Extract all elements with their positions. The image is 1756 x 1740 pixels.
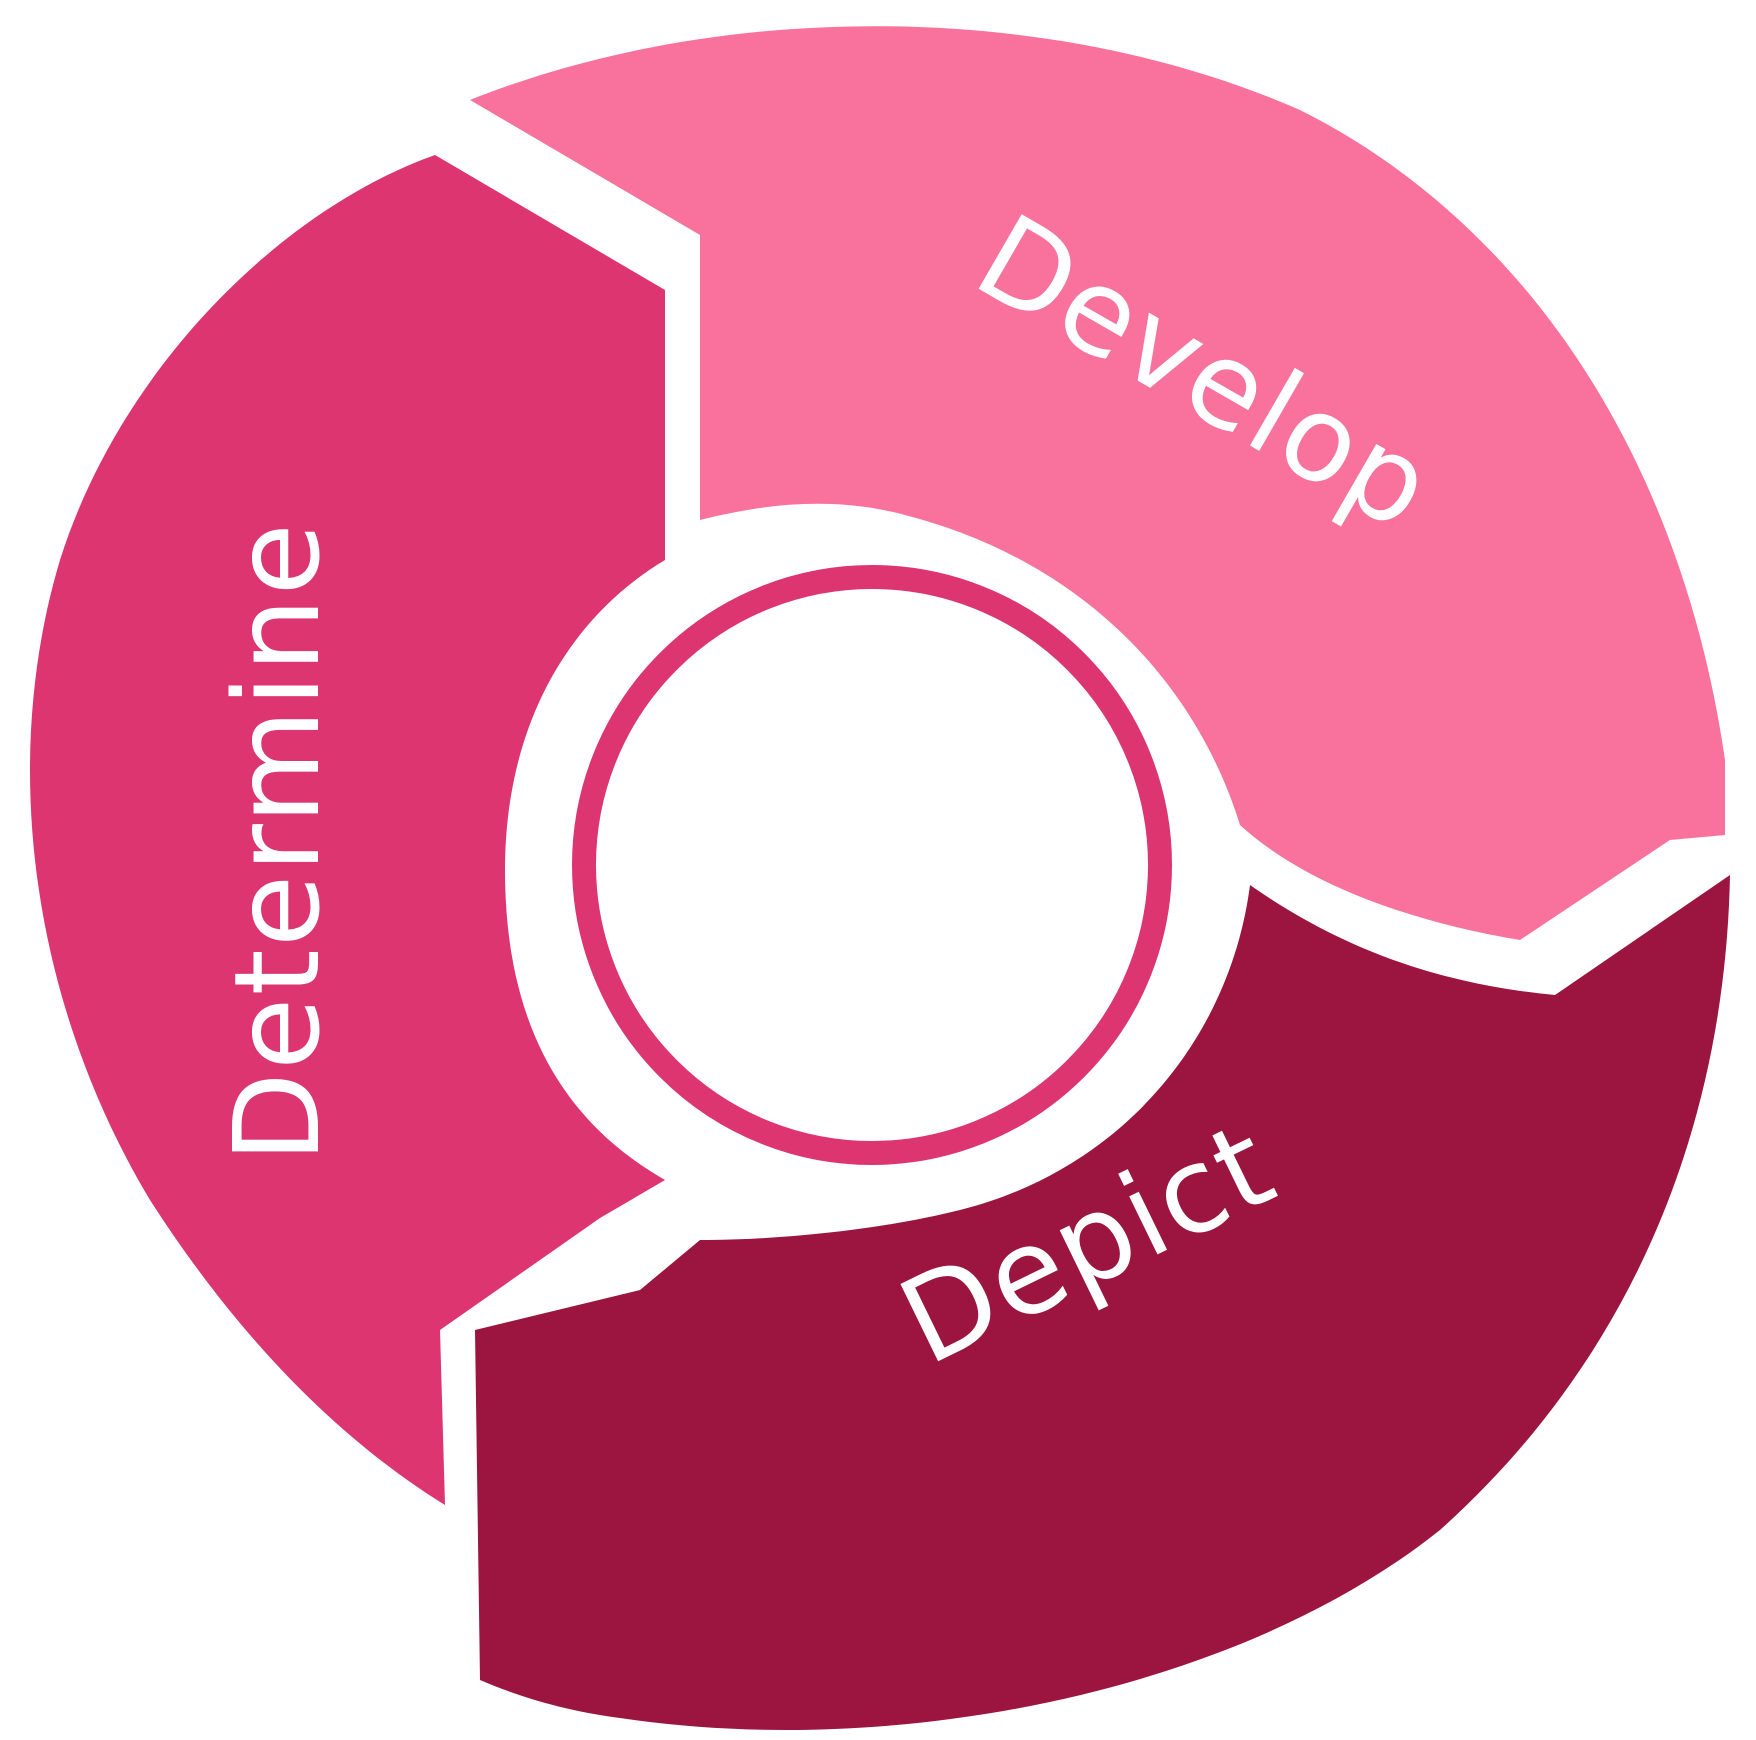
segment-depict — [475, 875, 1730, 1730]
segment-develop — [470, 26, 1725, 941]
segment-label-determine: Determine — [208, 521, 346, 1163]
segment-determine — [30, 155, 665, 1505]
center-ring — [572, 565, 1172, 1165]
